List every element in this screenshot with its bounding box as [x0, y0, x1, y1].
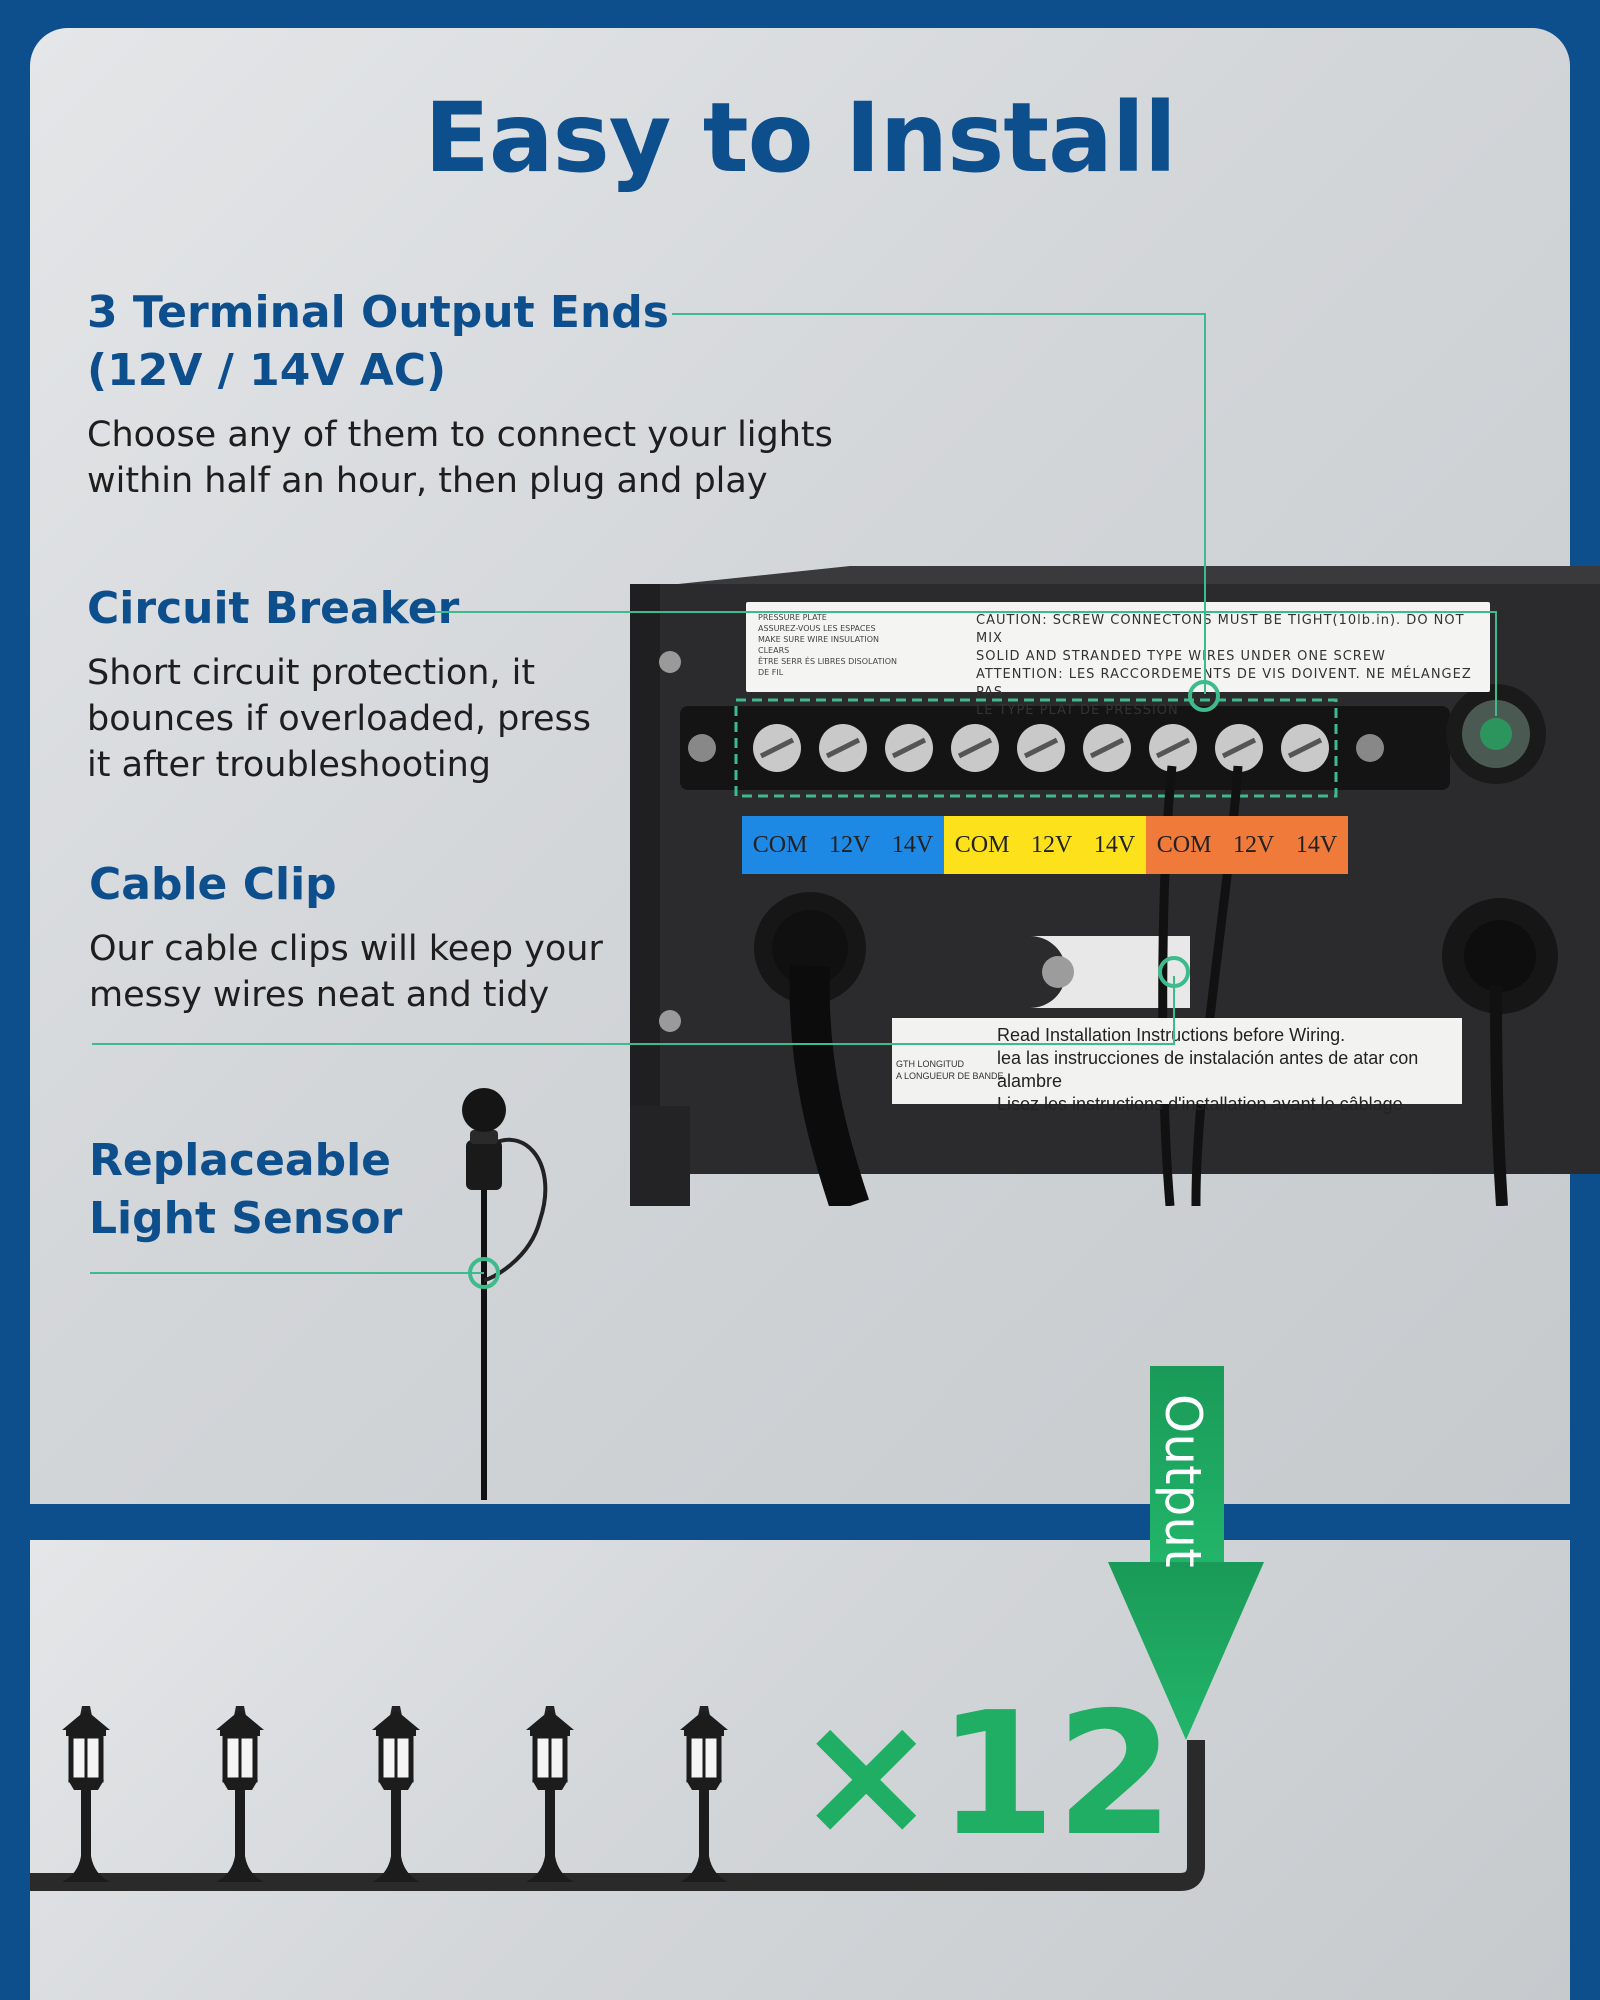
terminal-label: 14V: [1093, 831, 1136, 858]
terminal-label: COM: [954, 831, 1010, 858]
terminal-label: 12V: [828, 831, 871, 858]
feature-description-line3: it after troubleshooting: [87, 745, 492, 785]
terminal-label: 12V: [1030, 831, 1073, 858]
terminal-group-2: COM 12V 14V: [944, 816, 1146, 874]
terminal-label: 14V: [1295, 831, 1338, 858]
feature-title: Cable Clip: [89, 859, 337, 910]
terminal-label: COM: [752, 831, 808, 858]
strip-length-text: GTH LONGITUD A LONGUEUR DE BANDE: [896, 1059, 1004, 1081]
down-arrow-icon: [1108, 1366, 1264, 1740]
headline: Easy to Install: [424, 82, 1176, 194]
garden-lamp-post-icon: [372, 1706, 420, 1882]
garden-lamp-post-icon: [62, 1706, 110, 1882]
feature-title-line2: (12V / 14V AC): [87, 345, 447, 396]
screw-icon: [1356, 734, 1384, 762]
feature-description: Our cable clips will keep your: [89, 929, 603, 969]
feature-title-line2: Light Sensor: [89, 1193, 403, 1244]
light-count: ×12: [795, 1676, 1175, 1874]
screw-icon: [688, 734, 716, 762]
terminal-group-3: COM 12V 14V: [1146, 816, 1348, 874]
feature-title: 3 Terminal Output Ends: [87, 287, 669, 338]
garden-lamp-post-icon: [216, 1706, 264, 1882]
terminal-group-1: COM 12V 14V: [742, 816, 944, 874]
light-string-wire: [30, 1740, 1205, 1891]
terminal-label: COM: [1156, 831, 1212, 858]
feature-title: Circuit Breaker: [87, 583, 460, 634]
terminal-block: [753, 724, 1329, 772]
feature-description-line2: within half an hour, then plug and play: [87, 461, 768, 501]
garden-lamp-post-icon: [680, 1706, 728, 1882]
feature-title: Replaceable: [89, 1135, 392, 1186]
terminal-color-strip: COM 12V 14V COM 12V 14V COM 12V 14V: [742, 816, 1348, 874]
bottom-panel: [30, 1540, 1570, 2000]
garden-lamp-post-icon: [526, 1706, 574, 1882]
terminal-label: 14V: [891, 831, 934, 858]
terminal-label: 12V: [1232, 831, 1275, 858]
